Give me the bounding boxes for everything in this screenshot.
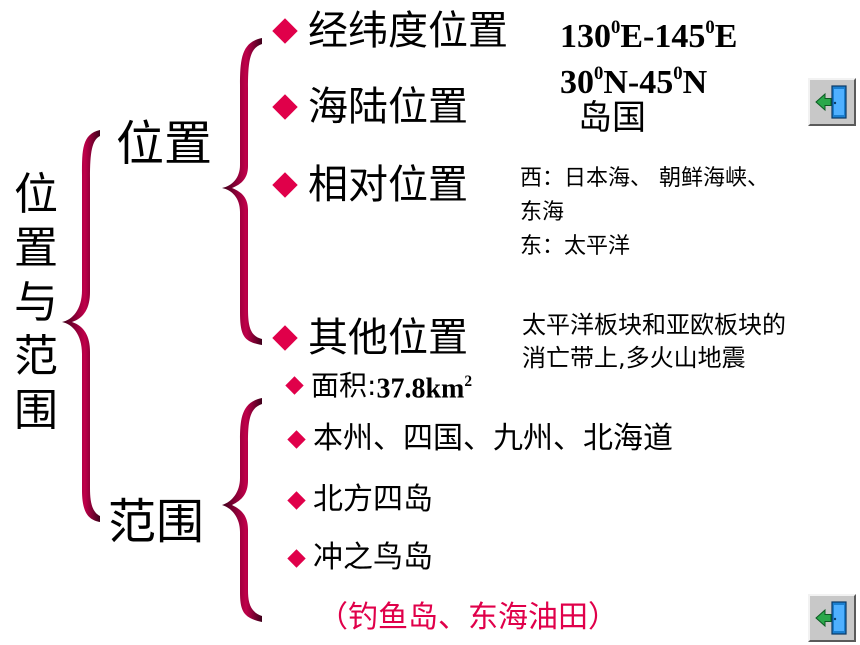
root-char: 与	[14, 277, 58, 328]
exit-button[interactable]	[808, 78, 856, 126]
diamond-bullet-icon	[287, 548, 306, 568]
other-label: 其他位置	[308, 315, 468, 361]
diamond-bullet-icon	[272, 172, 298, 198]
root-char: 位	[14, 169, 58, 220]
diamond-bullet-icon	[272, 18, 298, 44]
position-heading: 位置	[116, 116, 213, 172]
scope-heading: 范围	[108, 494, 205, 550]
scope-item-label: 本州、四国、九州、北海道	[313, 421, 673, 456]
root-char: 范	[14, 331, 58, 382]
scope-item-label: 冲之鸟岛	[313, 540, 433, 575]
sea-land-item: 海陆位置	[268, 83, 468, 131]
scope-item: 冲之鸟岛	[284, 540, 433, 576]
position-brace	[222, 38, 262, 345]
root-title: 位 置 与 范 围	[12, 168, 60, 438]
exit-door-icon	[815, 601, 847, 635]
relative-label: 相对位置	[308, 162, 468, 208]
relative-item: 相对位置	[268, 161, 468, 209]
lonlat-label: 经纬度位置	[308, 8, 508, 54]
relative-west-text: 西：日本海、 朝鲜海峡、	[520, 166, 769, 191]
diamond-bullet-icon	[272, 94, 298, 120]
sea-land-label: 海陆位置	[308, 84, 468, 130]
other-position-text: 太平洋板块和亚欧板块的	[522, 311, 786, 339]
diamond-bullet-icon	[285, 376, 304, 395]
lonlat-item: 经纬度位置	[268, 7, 508, 55]
other-item: 其他位置	[268, 314, 468, 362]
latitude-range: 300N-450N	[560, 63, 708, 102]
root-char: 围	[14, 385, 58, 436]
exit-door-icon	[815, 85, 847, 119]
diamond-bullet-icon	[287, 429, 306, 449]
root-char: 置	[14, 223, 58, 274]
diamond-bullet-icon	[272, 325, 298, 351]
scope-item: 北方四岛	[284, 482, 433, 518]
diamond-bullet-icon	[287, 490, 306, 510]
scope-note: （钓鱼岛、东海油田）	[318, 600, 618, 635]
relative-east-text: 东：太平洋	[520, 234, 631, 259]
scope-item: 本州、四国、九州、北海道	[284, 421, 673, 457]
area-label: 面积:	[311, 368, 377, 402]
area-item: 面积:37.8km2	[282, 364, 472, 408]
exit-button[interactable]	[808, 594, 856, 642]
area-value: 37.8km2	[376, 373, 473, 405]
scope-brace	[222, 398, 262, 622]
longitude-range: 1300E-1450E	[560, 17, 738, 56]
island-nation-text: 岛国	[578, 98, 646, 138]
relative-west-text-2: 东海	[520, 200, 565, 225]
other-position-text-2: 消亡带上,多火山地震	[522, 344, 746, 372]
root-brace	[62, 130, 100, 522]
scope-item-label: 北方四岛	[313, 482, 433, 517]
